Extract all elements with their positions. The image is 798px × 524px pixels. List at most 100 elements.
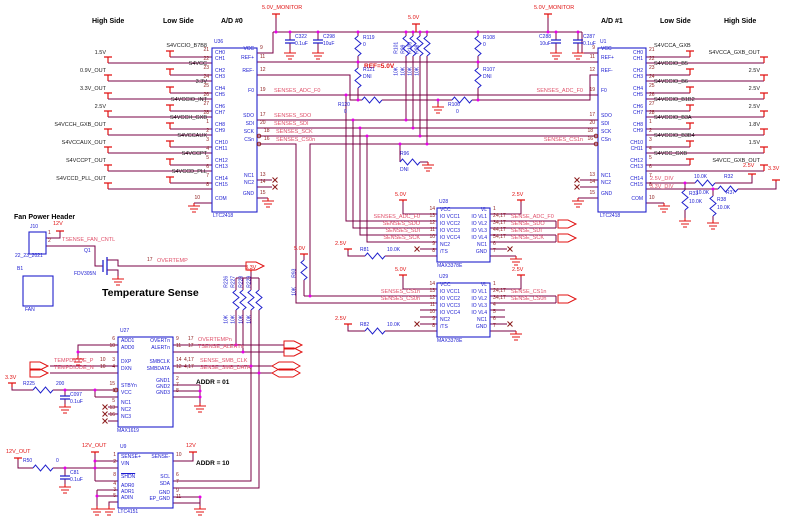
ref-r107: R107 bbox=[483, 67, 495, 73]
net-s4vcca-gxb: S4VCCA_GXB bbox=[654, 43, 691, 49]
net-2v5-r3: 2.5V bbox=[748, 104, 760, 110]
net-s4vcch-gxb: S4VCCH_GXB bbox=[170, 115, 207, 121]
pin-u28-4: 4 bbox=[493, 227, 496, 233]
pin-u27-14: 14 bbox=[176, 357, 182, 363]
net-sense-smb-data: SENSE_SMB_DATA bbox=[200, 365, 251, 371]
name-u29-iovcc2: IO VCC2 bbox=[440, 296, 461, 302]
name-u28-nc2: NC2 bbox=[440, 242, 451, 248]
pin-u9-7: 7 bbox=[176, 479, 179, 485]
name-u36-ch15: CH15 bbox=[215, 182, 228, 188]
net-tsense-alertn: TSENSE_ALERTn bbox=[198, 344, 244, 350]
name-u29-iovl4: IO VL4 bbox=[471, 310, 487, 316]
pin-u29-6: 6 bbox=[493, 316, 496, 322]
val-c288: 10uF bbox=[539, 41, 551, 47]
label-addr-01: ADDR = 01 bbox=[196, 379, 230, 386]
net-s4vccaux: S4VCCAUX bbox=[177, 133, 207, 139]
val-r101: 10K bbox=[393, 66, 400, 76]
net-5v-monitor-right: 5.0V_MONITOR bbox=[534, 5, 575, 11]
name-u27-add1: ADD1 bbox=[121, 338, 135, 344]
name-u28-nc1: NC1 bbox=[476, 242, 487, 248]
val-r106: 0 bbox=[456, 109, 459, 115]
pin-u1-ch9: 2 bbox=[649, 128, 652, 134]
net-s4vcch-gxb-out: S4VCCH_GXB_OUT bbox=[54, 122, 106, 128]
net-sense-cs1n: SENSE_CS1n bbox=[511, 289, 547, 295]
resistor-r108 bbox=[474, 35, 482, 57]
part-q1: FDV305N bbox=[74, 271, 96, 277]
net-1v5: 1.5V bbox=[94, 50, 106, 56]
name-u27-gnd2: GND2 bbox=[156, 384, 170, 390]
ref-r82: R82 bbox=[360, 322, 370, 328]
pin-u9-2: 2 bbox=[113, 459, 116, 465]
pin-u36-16: 16 bbox=[264, 136, 270, 142]
net-s4vccio-b3b4: S4VCCIO_B3B4 bbox=[654, 133, 695, 139]
net-2v5-div: 2.5V_DIV bbox=[650, 176, 674, 182]
net-2v5-r82: 2.5V bbox=[335, 316, 347, 322]
net-2v5-r1: 2.5V bbox=[748, 68, 760, 74]
ref-sheet-u28-1: 4,17 bbox=[496, 213, 506, 219]
pin-u36-20: 20 bbox=[260, 120, 266, 126]
pin-u36-6: 6 bbox=[206, 164, 209, 170]
name-u28-vl: VL bbox=[480, 207, 487, 213]
name-u1-sck: SCK bbox=[601, 129, 612, 135]
pin-u27-3: 3 bbox=[112, 357, 115, 363]
pin-u29-12: 12 bbox=[429, 295, 435, 301]
net-2v5-u29: 2.5V bbox=[512, 267, 524, 273]
net-s4vcc-gxb: S4VCC_GXB bbox=[654, 151, 688, 157]
pin-u1-23: 23 bbox=[649, 65, 655, 71]
ref-sheet-overtemp: 17 bbox=[147, 257, 153, 263]
pin-u28-5: 5 bbox=[493, 234, 496, 240]
pin-u9-10: 10 bbox=[176, 452, 182, 458]
val-c097: 0.1uF bbox=[70, 399, 83, 405]
val-r99: 10K bbox=[400, 66, 407, 76]
ref-u27: U27 bbox=[120, 328, 130, 334]
pin-u1-25: 25 bbox=[649, 83, 655, 89]
junction-dots bbox=[63, 30, 715, 499]
name-u36-ch7: CH7 bbox=[215, 110, 226, 116]
name-u9-gnd: GND bbox=[158, 490, 170, 496]
ref-r121: R121 bbox=[363, 67, 375, 73]
net-senses-sdo-u28: SENSES_SDO bbox=[382, 221, 420, 227]
offpage-sense-cs-arrow bbox=[557, 294, 577, 304]
pin-u27-11: 11 bbox=[176, 343, 182, 349]
part-j10: 22_23_2021 bbox=[15, 253, 43, 259]
ref-r32: R32 bbox=[724, 174, 734, 180]
resistor-r121 bbox=[354, 67, 362, 89]
name-u36-ch6: CH6 bbox=[215, 104, 226, 110]
net-senses-sdi-u28: SENSES_SDI bbox=[385, 228, 420, 234]
pin-u36-9: 9 bbox=[260, 45, 263, 51]
net-senses-sck-u28: SENSES_SCK bbox=[383, 235, 420, 241]
pin-u27-6: 6 bbox=[112, 336, 115, 342]
pin-u1-ch14: 7 bbox=[649, 173, 652, 179]
ref-b1: B1 bbox=[17, 266, 24, 272]
val-r81: 10.0K bbox=[387, 247, 401, 253]
ref-sheet-u29-1: 4,17 bbox=[496, 288, 506, 294]
name-u28-gnd: GND bbox=[475, 249, 487, 255]
net-tsense-fan-cntl: TSENSE_FAN_CNTL bbox=[62, 237, 116, 243]
net-1v8-r: 1.8V bbox=[748, 122, 760, 128]
ref-r37: R37 bbox=[726, 190, 736, 196]
name-u27-nc2: NC2 bbox=[121, 407, 132, 413]
name-u1-gnd: GND bbox=[601, 191, 613, 197]
name-u29-iovl3: IO VL3 bbox=[471, 303, 487, 309]
name-u9-sda: SDA bbox=[159, 481, 170, 487]
pin-u1-27: 27 bbox=[649, 101, 655, 107]
name-u36-ch4: CH4 bbox=[215, 86, 226, 92]
pin-u36-25: 25 bbox=[203, 83, 209, 89]
val-r229: 10K bbox=[246, 314, 253, 324]
resistor-r96 bbox=[399, 158, 421, 166]
name-u28-iovl4: IO VL4 bbox=[471, 235, 487, 241]
name-u1-ch15: CH15 bbox=[630, 182, 643, 188]
ref-r101: R101 bbox=[393, 41, 400, 54]
pin-u36-26: 26 bbox=[203, 92, 209, 98]
pin-u1-22: 22 bbox=[649, 56, 655, 62]
pin-u27-10: 10 bbox=[109, 343, 115, 349]
name-u1-ch13: CH13 bbox=[630, 164, 643, 170]
part-u27: MAX1619 bbox=[117, 428, 139, 434]
val-r82: 10.0K bbox=[387, 322, 401, 328]
ref-r229: R229 bbox=[246, 275, 253, 288]
name-u28-iovcc1: IO VCC1 bbox=[440, 214, 461, 220]
ref-c81: C81 bbox=[70, 470, 80, 476]
chip-u1-ltc2418 bbox=[597, 47, 647, 213]
pin-u9-8: 8 bbox=[113, 472, 116, 478]
connector-j10 bbox=[28, 231, 47, 255]
